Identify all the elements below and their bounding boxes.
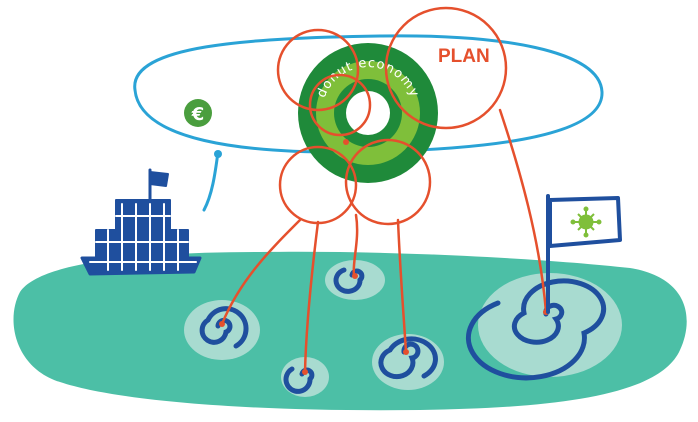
boat-icon xyxy=(82,170,200,274)
ship-deck-lower xyxy=(96,230,188,260)
euro-icon: € xyxy=(184,99,212,127)
plan-bubble-dot xyxy=(214,150,222,158)
plan-label: PLAN xyxy=(438,46,490,67)
plan-bubble-tail xyxy=(204,152,218,210)
euro-symbol: € xyxy=(191,104,205,125)
ship-flag xyxy=(150,172,168,186)
